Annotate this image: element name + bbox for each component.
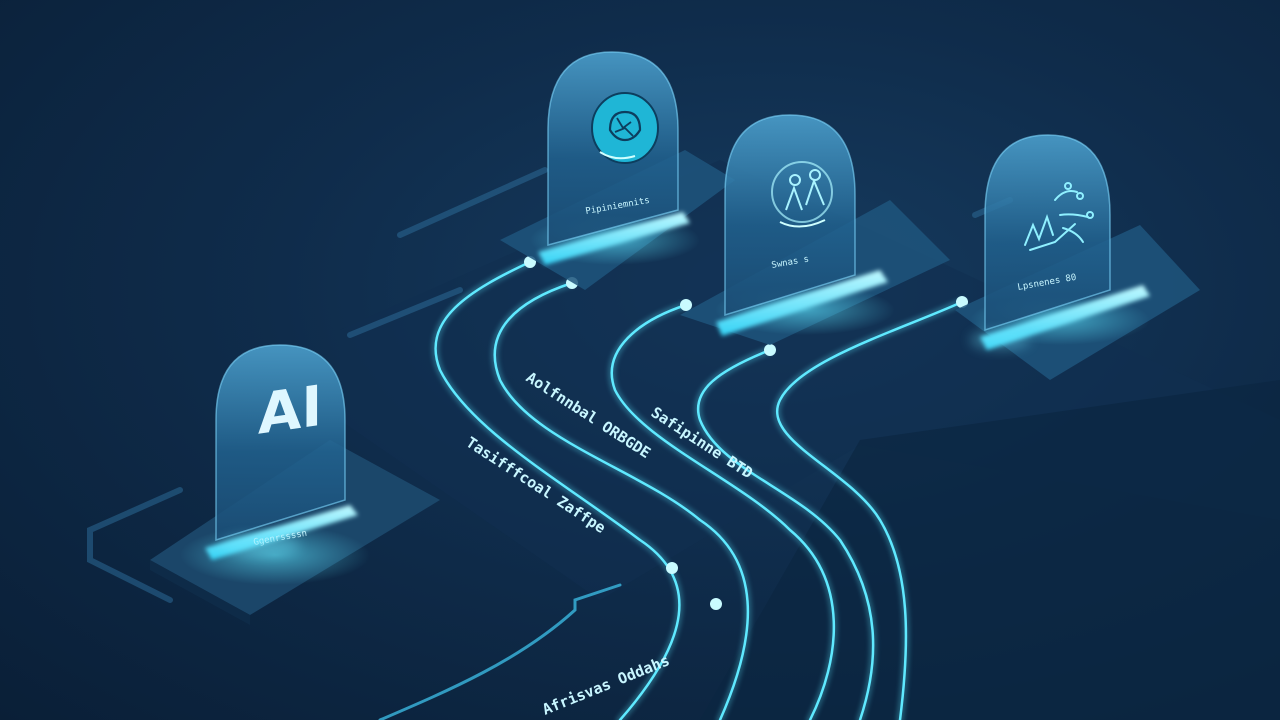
card-ai: AI Ggenrssssn xyxy=(150,344,440,625)
people-icon xyxy=(771,161,833,228)
circuit-hand-icon xyxy=(1024,182,1094,251)
connection-tracks xyxy=(378,258,966,720)
ai-text-icon: AI xyxy=(258,374,322,448)
card-team: Swnas s xyxy=(680,114,950,345)
brain-icon xyxy=(591,92,659,164)
card-brain: Pipiniemnits xyxy=(500,51,735,290)
ambient-glows xyxy=(220,330,1030,555)
